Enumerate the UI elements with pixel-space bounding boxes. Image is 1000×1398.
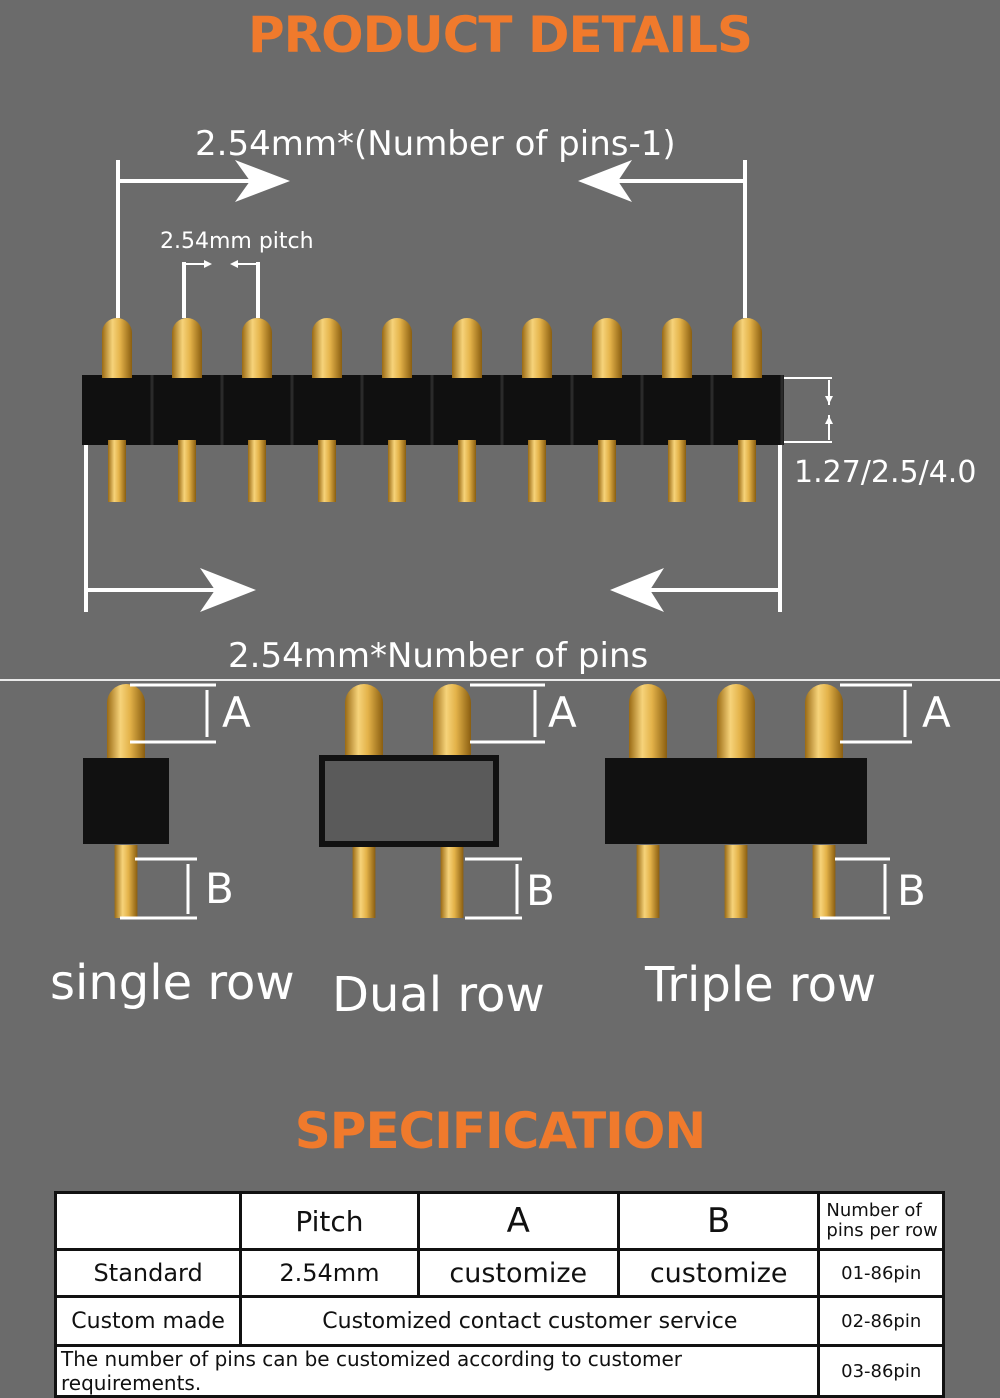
- spec-header-row: Pitch A B Number of pins per row: [53, 1191, 945, 1251]
- standard-pins: 01-86pin: [817, 1248, 945, 1298]
- pin-head: [662, 318, 692, 378]
- spec-header-b: B: [616, 1191, 821, 1251]
- triple-row-label: Triple row: [645, 957, 877, 1013]
- height-dimension-label: 1.27/2.5/4.0: [794, 455, 977, 490]
- custom-label: Custom made: [53, 1295, 243, 1347]
- triple-row-housing: [605, 758, 867, 844]
- single-dim-a: A: [222, 688, 251, 737]
- pin-tail: [598, 440, 616, 502]
- arrow-heads: [200, 160, 833, 612]
- pin-head: [382, 318, 412, 378]
- spec-table: Pitch A B Number of pins per row Standar…: [53, 1191, 945, 1398]
- pin-tail: [178, 440, 196, 502]
- triple-dim-b: B: [897, 866, 926, 915]
- pin-tail: [458, 440, 476, 502]
- pin-tail: [668, 440, 686, 502]
- pin-tail: [114, 845, 138, 918]
- standard-label: Standard: [53, 1248, 243, 1298]
- single-dim-b: B: [205, 864, 234, 913]
- pin-tail: [440, 845, 464, 918]
- pin-head: [629, 684, 667, 759]
- note-pins: 03-86pin: [817, 1344, 945, 1398]
- spec-header-pitch: Pitch: [239, 1191, 420, 1251]
- spec-title: SPECIFICATION: [294, 1102, 706, 1160]
- table-row: The number of pins can be customized acc…: [53, 1344, 945, 1398]
- single-row-label: single row: [50, 955, 295, 1011]
- pin-head: [107, 684, 145, 759]
- pin-head: [805, 684, 843, 759]
- ab-dimension-lines: [120, 683, 912, 920]
- dual-dim-b: B: [526, 866, 555, 915]
- pin-tail: [108, 440, 126, 502]
- pin-head: [717, 684, 755, 759]
- pin-tail: [636, 845, 660, 918]
- pin-head: [242, 318, 272, 378]
- pin-header-diagram: [82, 160, 833, 612]
- custom-note: Customized contact customer service: [239, 1295, 821, 1347]
- pin-tail: [724, 845, 748, 918]
- top-dimension-label: 2.54mm*(Number of pins-1): [195, 124, 676, 164]
- pin-head: [345, 684, 383, 759]
- pin-tail: [318, 440, 336, 502]
- pin-tail: [738, 440, 756, 502]
- custom-pins: 02-86pin: [817, 1295, 945, 1347]
- pin-head: [102, 318, 132, 378]
- pin-tail: [528, 440, 546, 502]
- pin-head: [172, 318, 202, 378]
- dual-row-housing: [319, 755, 499, 847]
- pin-head: [452, 318, 482, 378]
- spec-header-a: A: [416, 1191, 620, 1251]
- pin-head: [312, 318, 342, 378]
- table-row: Custom made Customized contact customer …: [53, 1295, 945, 1347]
- table-row: Standard 2.54mm customize customize 01-8…: [53, 1248, 945, 1298]
- pin-tail: [812, 845, 836, 918]
- pin-head: [433, 684, 471, 759]
- standard-a: customize: [416, 1248, 620, 1298]
- dual-row-label: Dual row: [332, 967, 545, 1023]
- page-title: PRODUCT DETAILS: [247, 6, 753, 64]
- pin-tail: [248, 440, 266, 502]
- dual-dim-a: A: [548, 688, 577, 737]
- standard-pitch: 2.54mm: [239, 1248, 420, 1298]
- pin-tail: [388, 440, 406, 502]
- pin-head: [592, 318, 622, 378]
- custom-pins-note: The number of pins can be customized acc…: [53, 1344, 821, 1398]
- pitch-label: 2.54mm pitch: [160, 229, 314, 254]
- spec-header-pins: Number of pins per row: [817, 1191, 945, 1251]
- pin-tail: [352, 845, 376, 918]
- pin-head: [732, 318, 762, 378]
- pin-head: [522, 318, 552, 378]
- standard-b: customize: [616, 1248, 821, 1298]
- section-divider: [0, 679, 1000, 681]
- single-row-housing: [83, 758, 169, 844]
- bottom-dimension-label: 2.54mm*Number of pins: [228, 636, 649, 676]
- triple-dim-a: A: [922, 688, 951, 737]
- spec-header-empty: [53, 1191, 243, 1251]
